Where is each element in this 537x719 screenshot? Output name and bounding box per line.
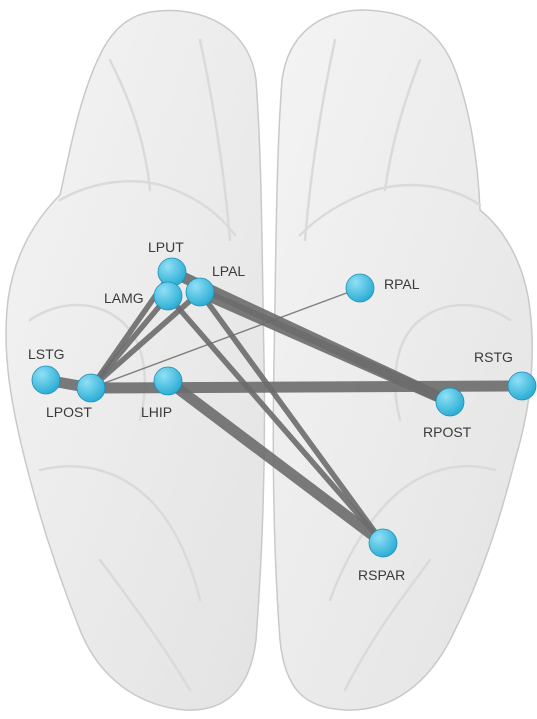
node-lhip [154, 367, 182, 395]
node-lpost [77, 374, 105, 402]
node-lstg [32, 366, 60, 394]
node-rstg [508, 372, 536, 400]
label-rspar: RSPAR [358, 567, 405, 583]
label-rpal: RPAL [384, 276, 420, 292]
label-rstg: RSTG [474, 349, 513, 365]
label-lpost: LPOST [46, 404, 92, 420]
node-lamg [154, 282, 182, 310]
label-lpal: LPAL [212, 263, 245, 279]
label-lamg: LAMG [104, 290, 144, 306]
node-rspar [369, 529, 397, 557]
node-lput [158, 258, 186, 286]
label-lstg: LSTG [28, 346, 65, 362]
label-rpost: RPOST [423, 424, 472, 440]
node-lpal [186, 278, 214, 306]
label-lput: LPUT [148, 239, 184, 255]
node-rpal [346, 274, 374, 302]
node-rpost [436, 388, 464, 416]
label-lhip: LHIP [141, 404, 172, 420]
